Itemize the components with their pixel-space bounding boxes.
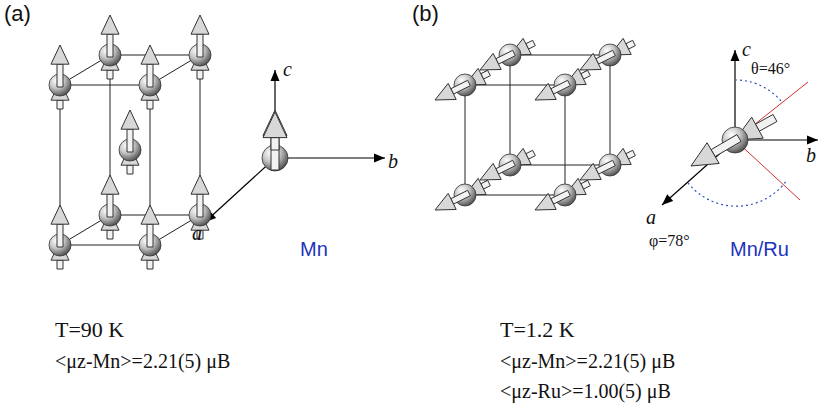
axis-arrowhead <box>662 194 673 205</box>
unit-cell-edge <box>465 85 466 195</box>
spin-shaft <box>551 190 571 204</box>
axis-arrowhead <box>731 50 740 61</box>
spin-arrowhead <box>480 163 501 180</box>
spin-arrowhead <box>191 15 209 34</box>
temperature-label: T=90 K <box>55 318 124 342</box>
spin-arrowhead <box>121 110 139 129</box>
spin-shaft <box>596 50 616 64</box>
spin-shaft <box>57 260 63 269</box>
spin-shaft <box>107 34 113 57</box>
spin-shaft <box>711 135 741 157</box>
angle-label: θ=46° <box>750 60 791 78</box>
spin-shaft <box>756 114 777 131</box>
spin-arrowhead <box>101 15 119 34</box>
spin-arrowhead <box>535 193 556 210</box>
spin-shaft <box>197 194 203 217</box>
spin-arrowhead <box>580 163 601 180</box>
spin-shaft <box>147 64 153 87</box>
spin-shaft <box>57 224 63 247</box>
spin-shaft <box>197 34 203 57</box>
spin-arrowhead <box>51 205 69 224</box>
axis-arrowhead <box>807 136 818 145</box>
axis-label: a <box>192 222 202 244</box>
spin-shaft <box>107 70 113 79</box>
moment-value: <μz-Ru>=1.00(5) μB <box>500 380 671 402</box>
spin-arrowhead <box>691 143 719 166</box>
spin-arrowhead <box>435 83 456 100</box>
element-label: Mn <box>300 238 328 260</box>
spin-shaft <box>551 80 571 94</box>
spin-arrowhead <box>480 53 501 70</box>
unit-cell-edge <box>60 245 150 246</box>
axis-line <box>275 157 385 158</box>
temperature-label: T=1.2 K <box>500 318 575 342</box>
axis-label: a <box>646 206 656 228</box>
spin-shaft <box>451 190 471 204</box>
spin-arrowhead <box>191 175 209 194</box>
spin-shaft <box>197 70 203 79</box>
axis-line <box>205 158 275 222</box>
spin-shaft <box>271 136 279 170</box>
spin-arrowhead <box>535 83 556 100</box>
angle-guide <box>735 82 808 140</box>
spin-arrowhead <box>141 205 159 224</box>
axis-label: c <box>742 38 751 60</box>
spin-shaft <box>147 224 153 247</box>
unit-cell-edge <box>565 85 566 195</box>
spin-arrowhead <box>580 53 601 70</box>
panel-label: (a) <box>4 2 31 26</box>
axis-label: c <box>283 58 292 80</box>
panel-label: (b) <box>412 2 439 26</box>
unit-cell-edge <box>60 85 150 86</box>
spin-shaft <box>596 160 616 174</box>
spin-shaft <box>271 138 279 150</box>
axis-arrowhead <box>271 70 280 81</box>
spin-shaft <box>107 194 113 217</box>
axis-arrowhead <box>374 154 385 163</box>
spin-shaft <box>57 64 63 87</box>
spin-arrowhead <box>263 112 287 138</box>
spin-shaft <box>107 230 113 239</box>
spin-shaft <box>147 100 153 109</box>
spin-shaft <box>496 50 516 64</box>
moment-value: <μz-Mn>=2.21(5) μB <box>500 350 675 372</box>
moment-value: <μz-Mn>=2.21(5) μB <box>55 350 230 372</box>
phi-arc <box>688 180 787 206</box>
axis-line <box>734 50 735 140</box>
spin-shaft <box>127 165 133 174</box>
unit-cell-edge <box>510 55 511 165</box>
axis-label: b <box>806 144 816 166</box>
spin-arrowhead <box>435 193 456 210</box>
spin-shaft <box>451 80 471 94</box>
spin-arrowhead <box>51 45 69 64</box>
spin-arrowhead <box>141 45 159 64</box>
spin-arrowhead <box>101 175 119 194</box>
spin-shaft <box>147 260 153 269</box>
spin-shaft <box>127 129 133 152</box>
axis-label: b <box>388 150 398 172</box>
spin-shaft <box>57 100 63 109</box>
spin-shaft <box>496 160 516 174</box>
theta-arc <box>735 80 781 101</box>
angle-label: φ=78° <box>648 232 691 250</box>
element-label: Mn/Ru <box>730 238 789 260</box>
unit-cell-edge <box>610 55 611 165</box>
